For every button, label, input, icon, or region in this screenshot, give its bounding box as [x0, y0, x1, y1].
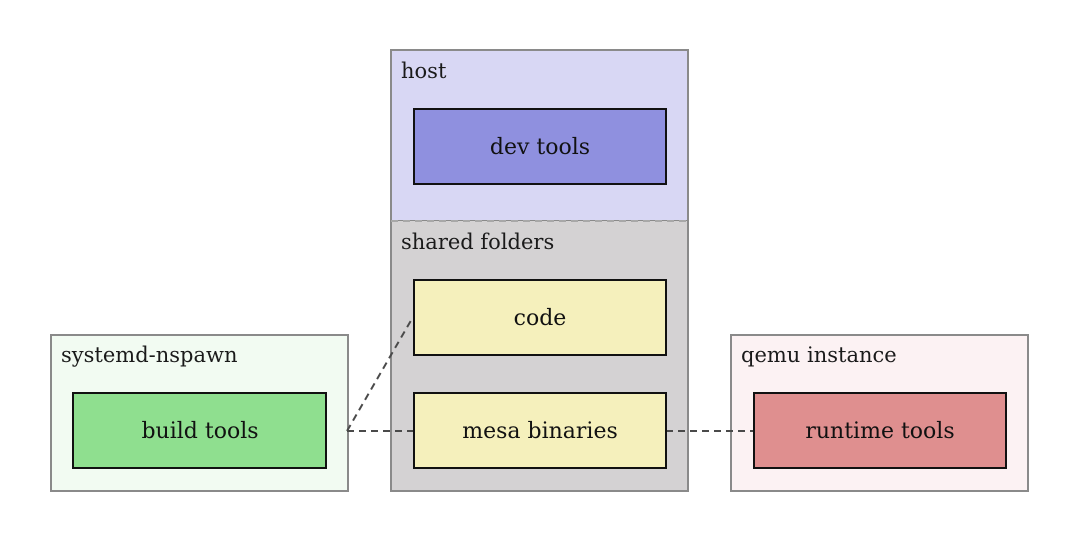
runtime-tools-box: runtime tools	[753, 392, 1007, 469]
shared-folders-label: shared folders	[401, 230, 554, 254]
dev-tools-box: dev tools	[413, 108, 667, 185]
mesa-binaries-box-rect	[413, 392, 667, 469]
build-tools-box-rect	[72, 392, 327, 469]
host-container-label: host	[401, 59, 447, 83]
systemd-nspawn-label: systemd-nspawn	[61, 343, 238, 367]
code-label: code	[514, 306, 567, 331]
code-box-rect	[413, 279, 667, 356]
build-tools-to-code-connector	[346, 316, 414, 432]
code-box: code	[413, 279, 667, 356]
dev-tools-box-rect	[413, 108, 667, 185]
dev-tools-label: dev tools	[490, 135, 590, 160]
qemu-instance-label: qemu instance	[741, 343, 897, 367]
build-tools-label: build tools	[141, 419, 258, 444]
connectors	[346, 316, 754, 432]
mesa-binaries-box: mesa binaries	[413, 392, 667, 469]
runtime-tools-box-rect	[753, 392, 1007, 469]
build-tools-box: build tools	[72, 392, 327, 469]
mesa-binaries-label: mesa binaries	[462, 419, 618, 444]
runtime-tools-label: runtime tools	[805, 419, 954, 444]
